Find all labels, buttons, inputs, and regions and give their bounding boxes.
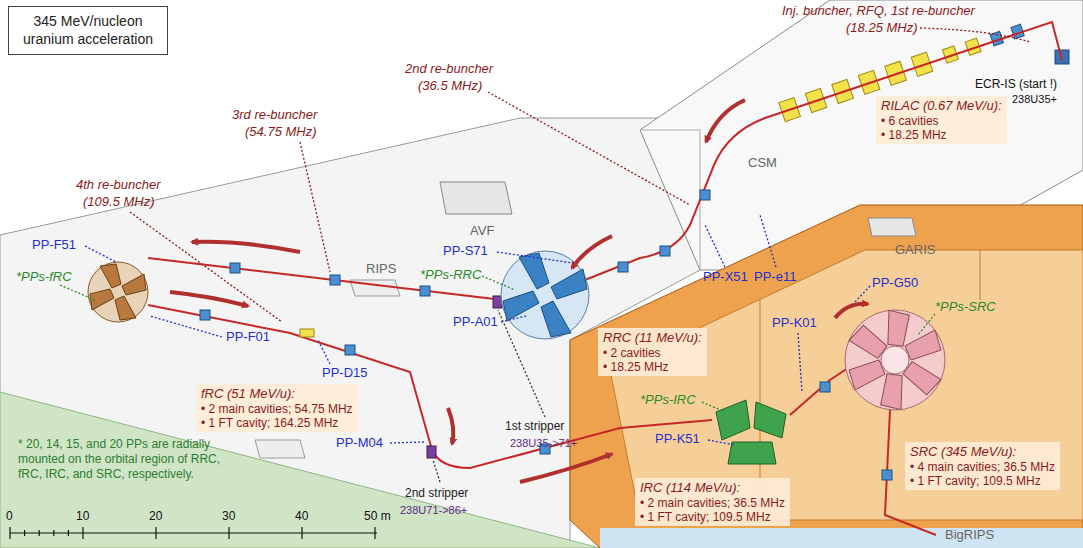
scale-label: 0 xyxy=(6,510,13,524)
scale-label: 20 xyxy=(149,510,162,524)
box-line: • 2 main cavities; 54.75 MHz xyxy=(201,402,353,416)
footnote: * 20, 14, 15, and 20 PPs are radially mo… xyxy=(18,437,243,482)
source-label: ECR-IS (start !) xyxy=(975,78,1057,92)
probe-label: PP-M04 xyxy=(336,436,383,451)
probe-label: PP-K51 xyxy=(655,432,700,447)
probe-label: PP-G50 xyxy=(872,276,918,291)
box-line: • 6 cavities xyxy=(881,114,1002,128)
box-heading: RILAC (0.67 MeV/u): xyxy=(881,98,1002,114)
rebuncher-label: Inj. buncher, RFQ, 1st re-buncher xyxy=(782,4,975,19)
probe-label: PP-F51 xyxy=(32,238,76,253)
facility-label: AVF xyxy=(470,224,494,239)
stripper-label: 2nd stripper xyxy=(405,487,468,501)
box-line: • 2 main cavities; 36.5 MHz xyxy=(640,496,785,510)
probe-label: PP-K01 xyxy=(772,316,817,331)
frequency-label: (36.5 MHz) xyxy=(418,79,482,94)
box-line: • 4 main cavities; 36.5 MHz xyxy=(910,460,1055,474)
accelerator-info: fRC (51 MeV/u):• 2 main cavities; 54.75 … xyxy=(196,384,358,432)
box-heading: RRC (11 MeV/u): xyxy=(603,330,702,346)
scale-label: 10 xyxy=(76,510,89,524)
accelerator-info: RRC (11 MeV/u):• 2 cavities• 18.25 MHz xyxy=(598,328,707,376)
probe-label: PP-F01 xyxy=(226,330,270,345)
box-line: • 2 cavities xyxy=(603,346,702,360)
box-line: • 18.25 MHz xyxy=(881,128,1002,142)
box-heading: fRC (51 MeV/u): xyxy=(201,386,353,402)
probe-label: PP-A01 xyxy=(453,315,498,330)
ion-label: 238U35+ xyxy=(1012,93,1057,106)
rebuncher-label: 2nd re-buncher xyxy=(405,62,493,77)
scale-label: 40 xyxy=(295,510,308,524)
probe-label: PP-D15 xyxy=(322,366,368,381)
facility-label: CSM xyxy=(748,156,777,171)
box-line: • 1 FT cavity; 109.5 MHz xyxy=(910,474,1055,488)
accelerator-info: SRC (345 MeV/u):• 4 main cavities; 36.5 … xyxy=(905,442,1060,490)
title-box: 345 MeV/nucleon uranium acceleration xyxy=(8,6,168,55)
scale-label: 30 xyxy=(222,510,235,524)
accelerator-info: IRC (114 MeV/u):• 2 main cavities; 36.5 … xyxy=(635,478,790,526)
box-line: • 1 FT cavity; 109.5 MHz xyxy=(640,510,785,524)
frequency-label: (54.75 MHz) xyxy=(245,125,317,140)
probe-group-label: *PPs-RRC xyxy=(420,268,481,283)
charge-state-label: 238U71->86+ xyxy=(400,504,467,517)
probe-label: PP-X51 xyxy=(703,270,748,285)
probe-group-label: *PPs-SRC xyxy=(935,300,996,315)
probe-group-label: *PPs-fRC xyxy=(16,270,72,285)
box-heading: SRC (345 MeV/u): xyxy=(910,444,1055,460)
box-heading: 345 MeV/nucleon uranium acceleration xyxy=(15,13,161,48)
facility-label: BigRIPS xyxy=(945,528,994,543)
facility-label: GARIS xyxy=(895,243,935,258)
stripper-label: 1st stripper xyxy=(505,420,564,434)
box-heading: IRC (114 MeV/u): xyxy=(640,480,785,496)
box-line: • 18.25 MHz xyxy=(603,360,702,374)
charge-state-label: 238U35->71+ xyxy=(510,437,577,450)
probe-label: PP-e11 xyxy=(754,270,796,285)
facility-label: RIPS xyxy=(366,262,396,277)
scale-label: 50 m xyxy=(364,510,391,524)
rebuncher-label: 3rd re-buncher xyxy=(232,108,317,123)
accelerator-info: RILAC (0.67 MeV/u):• 6 cavities• 18.25 M… xyxy=(876,96,1007,144)
box-line: • 1 FT cavity; 164.25 MHz xyxy=(201,416,353,430)
probe-label: PP-S71 xyxy=(443,244,488,259)
probe-group-label: *PPs-IRC xyxy=(640,393,696,408)
frequency-label: (18.25 MHz) xyxy=(846,21,918,36)
frequency-label: (109.5 MHz) xyxy=(83,195,155,210)
rebuncher-label: 4th re-buncher xyxy=(76,178,161,193)
